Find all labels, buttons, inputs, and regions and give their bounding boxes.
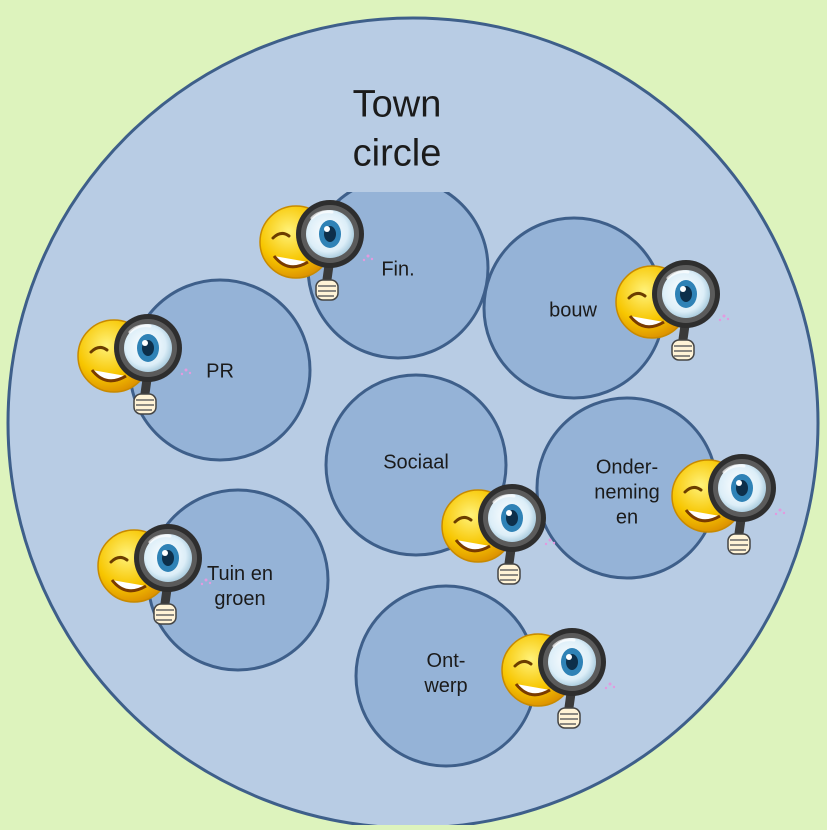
diagram-title: Town circle — [352, 83, 442, 175]
group-label-ontwerp: Ont- werp — [424, 650, 468, 697]
group-label-pr: PR — [206, 360, 234, 383]
group-label-fin: Fin. — [381, 258, 415, 281]
group-label-tuin: Tuin en groen — [207, 563, 273, 610]
group-label-bouw: bouw — [549, 299, 597, 322]
title-backdrop — [334, 66, 462, 192]
group-label-sociaal: Sociaal — [383, 451, 449, 474]
group-label-onderneming: Onder- neming en — [594, 456, 660, 529]
